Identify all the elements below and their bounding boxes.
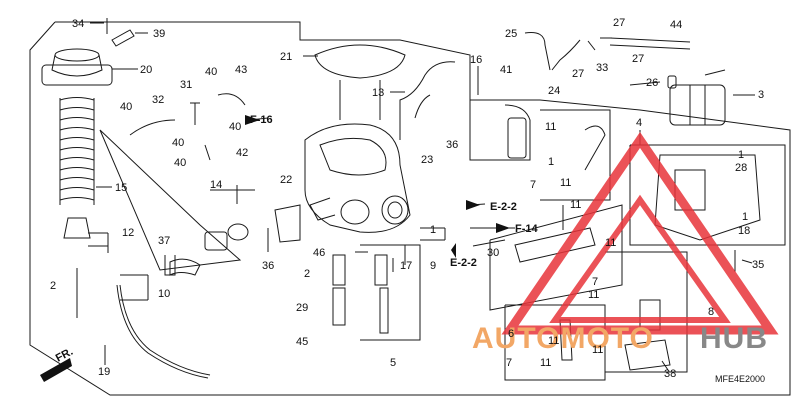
callout-7-c[interactable]: 7 <box>506 357 512 369</box>
callout-21[interactable]: 21 <box>280 51 292 63</box>
callout-29[interactable]: 29 <box>296 302 308 314</box>
callout-36-b[interactable]: 36 <box>446 139 458 151</box>
callout-14[interactable]: 14 <box>210 179 222 191</box>
callout-11-a[interactable]: 11 <box>545 121 556 133</box>
callout-11-e[interactable]: 11 <box>588 289 599 301</box>
ref-f16[interactable]: F-16 <box>250 114 273 126</box>
callout-40-b[interactable]: 40 <box>120 101 132 113</box>
callout-40-d[interactable]: 40 <box>229 121 241 133</box>
callout-11-f[interactable]: 11 <box>592 344 603 356</box>
callout-35[interactable]: 35 <box>752 259 764 271</box>
callout-2-b[interactable]: 2 <box>304 268 310 280</box>
callout-41[interactable]: 41 <box>500 64 512 76</box>
callout-24[interactable]: 24 <box>548 85 560 97</box>
diagram-code: MFE4E2000 <box>715 374 765 384</box>
callout-20[interactable]: 20 <box>140 64 152 76</box>
watermark-text-b: HUB <box>700 322 768 355</box>
callout-27-b[interactable]: 27 <box>572 68 584 80</box>
callout-23[interactable]: 23 <box>421 154 433 166</box>
callout-11-d[interactable]: 11 <box>605 237 616 249</box>
callout-34[interactable]: 34 <box>72 18 84 30</box>
part-callouts: 34 39 20 31 40 43 32 40 40 40 40 42 15 1… <box>50 17 764 380</box>
callout-45[interactable]: 45 <box>296 336 308 348</box>
callout-22[interactable]: 22 <box>280 174 292 186</box>
callout-39[interactable]: 39 <box>153 28 165 40</box>
callout-8[interactable]: 8 <box>708 306 714 318</box>
callout-42[interactable]: 42 <box>236 147 248 159</box>
diagram-outline <box>29 18 791 396</box>
callout-38[interactable]: 38 <box>664 368 676 380</box>
callout-10[interactable]: 10 <box>158 288 170 300</box>
callout-33[interactable]: 33 <box>596 62 608 74</box>
callout-1-c[interactable]: 1 <box>738 149 744 161</box>
callout-5[interactable]: 5 <box>390 357 396 369</box>
callout-9[interactable]: 9 <box>430 260 436 272</box>
callout-1-b[interactable]: 1 <box>548 156 554 168</box>
callout-1-d[interactable]: 1 <box>742 211 748 223</box>
callout-27-c[interactable]: 27 <box>632 53 644 65</box>
watermark-text-a: AUTOMOTO <box>472 322 654 355</box>
callout-11-h[interactable]: 11 <box>548 335 559 347</box>
callout-43[interactable]: 43 <box>235 64 247 76</box>
callout-18[interactable]: 18 <box>738 225 750 237</box>
callout-37[interactable]: 37 <box>158 235 170 247</box>
callout-3[interactable]: 3 <box>758 89 764 101</box>
callout-13[interactable]: 13 <box>372 87 384 99</box>
ref-e22-lower[interactable]: E-2-2 <box>450 257 477 269</box>
callout-46[interactable]: 46 <box>313 247 325 259</box>
callout-25[interactable]: 25 <box>505 28 517 40</box>
ref-arrows <box>40 115 510 382</box>
callout-11-c[interactable]: 11 <box>570 199 581 211</box>
callout-4[interactable]: 4 <box>636 117 642 129</box>
callout-1-a[interactable]: 1 <box>430 224 436 236</box>
callout-17[interactable]: 17 <box>400 260 412 272</box>
ref-e22-upper[interactable]: E-2-2 <box>490 201 517 213</box>
callout-12[interactable]: 12 <box>122 227 134 239</box>
callout-40-e[interactable]: 40 <box>174 157 186 169</box>
callout-11-b[interactable]: 11 <box>560 177 571 189</box>
callout-28[interactable]: 28 <box>735 162 747 174</box>
callout-44[interactable]: 44 <box>670 19 682 31</box>
callout-7-b[interactable]: 7 <box>592 276 598 288</box>
callout-31[interactable]: 31 <box>180 79 192 91</box>
callout-26[interactable]: 26 <box>646 77 658 89</box>
callout-40-a[interactable]: 40 <box>205 66 217 78</box>
ref-f14[interactable]: F-14 <box>515 223 539 235</box>
callout-27-a[interactable]: 27 <box>613 17 625 29</box>
watermark-logo: AUTOMOTO HUB <box>472 132 779 355</box>
front-label: FR. <box>54 346 75 365</box>
callout-36-a[interactable]: 36 <box>262 260 274 272</box>
callout-15[interactable]: 15 <box>115 182 127 194</box>
callout-7-a[interactable]: 7 <box>530 179 536 191</box>
callout-30[interactable]: 30 <box>487 247 499 259</box>
callout-16[interactable]: 16 <box>470 54 482 66</box>
callout-19[interactable]: 19 <box>98 366 110 378</box>
callout-6[interactable]: 6 <box>508 328 514 340</box>
callout-40-c[interactable]: 40 <box>172 137 184 149</box>
callout-11-g[interactable]: 11 <box>540 357 551 369</box>
callout-32[interactable]: 32 <box>152 94 164 106</box>
callout-2-a[interactable]: 2 <box>50 280 56 292</box>
